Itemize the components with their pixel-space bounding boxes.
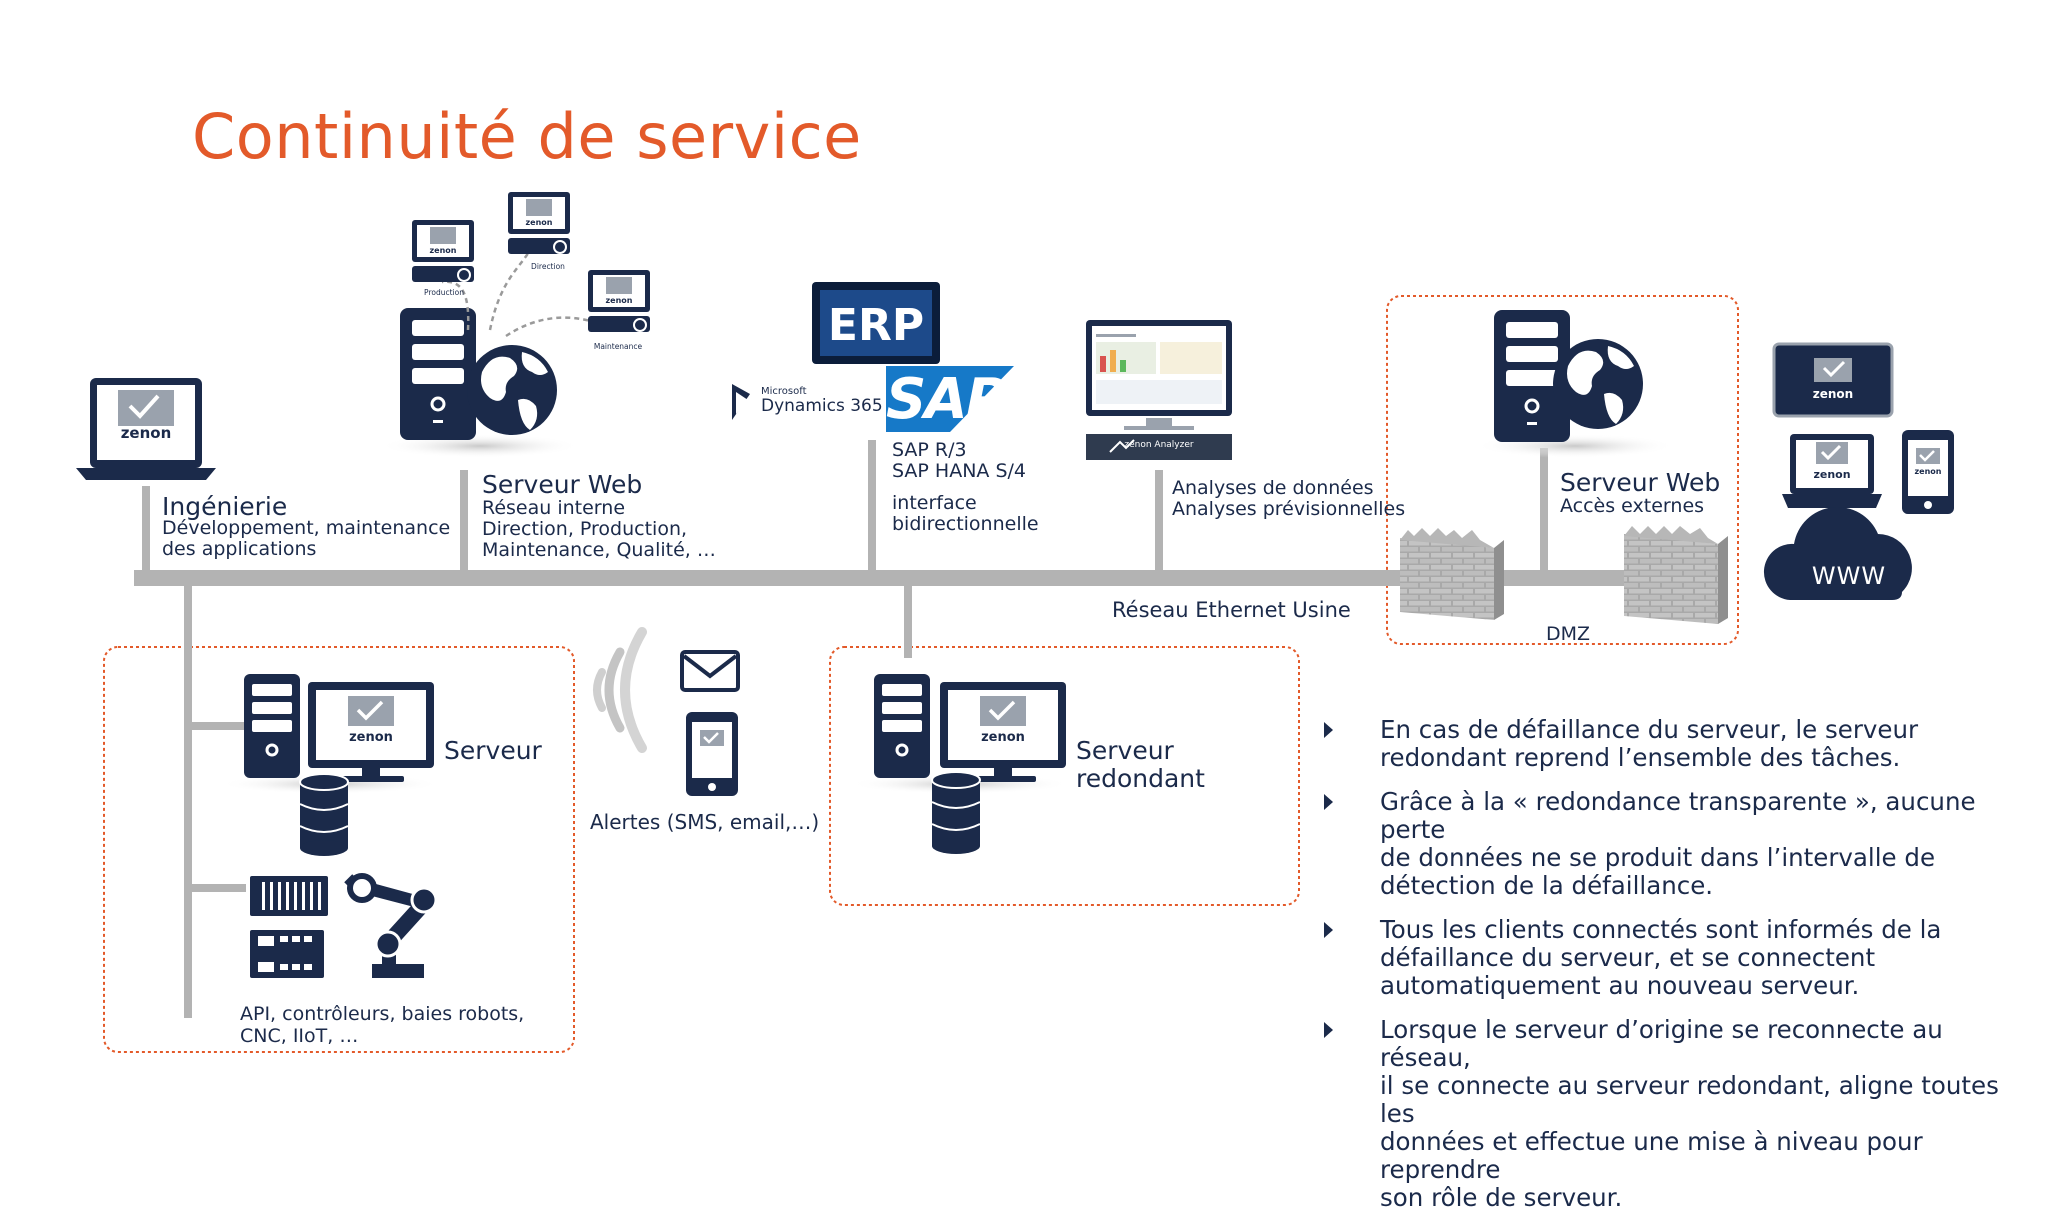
client-label-direction: Direction bbox=[531, 262, 565, 271]
svg-text:zenon: zenon bbox=[526, 218, 553, 227]
bullet-item: En cas de défaillance du serveur, le ser… bbox=[1320, 716, 2040, 772]
www-label: WWW bbox=[1811, 562, 1887, 590]
phone-icon bbox=[686, 712, 738, 796]
network-diagram: zenon zenon zenon bbox=[76, 192, 1954, 1053]
redundant-line2: redondant bbox=[1076, 764, 1205, 793]
svg-text:zenon: zenon bbox=[430, 246, 457, 255]
bullet-item: Lorsque le serveur d’origine se reconnec… bbox=[1320, 1016, 2040, 1212]
firewall-left-icon bbox=[1400, 528, 1504, 620]
web-client-workstations: zenon zenon zenon bbox=[412, 192, 650, 338]
bullet-arrow-icon bbox=[1324, 922, 1333, 938]
cloud-icon bbox=[1763, 507, 1912, 600]
engineering-line2: des applications bbox=[162, 538, 317, 560]
erp-line2: SAP HANA S/4 bbox=[892, 460, 1026, 482]
ethernet-bus bbox=[134, 440, 1624, 1018]
svg-text:zenon: zenon bbox=[121, 424, 172, 442]
redundant-line1: Serveur bbox=[1076, 736, 1174, 765]
web-server-internal-line3: Maintenance, Qualité, … bbox=[482, 539, 716, 561]
internet-devices: zenon zenon zenon bbox=[1772, 342, 1954, 514]
svg-text:SAP: SAP bbox=[886, 367, 1007, 432]
web-server-external-icon bbox=[1475, 310, 1675, 458]
redundant-zone bbox=[829, 646, 1300, 906]
svg-text:zenon: zenon bbox=[606, 296, 633, 305]
analyzer-caption: zenon Analyzer bbox=[1124, 440, 1194, 450]
sap-logo: SAP bbox=[886, 366, 1014, 432]
page-title: Continuité de service bbox=[192, 100, 862, 173]
alerts-label: Alertes (SMS, email,…) bbox=[590, 810, 820, 834]
engineering-line1: Développement, maintenance bbox=[162, 517, 451, 539]
dynamics-365-logo bbox=[732, 384, 750, 420]
web-server-globe-icon bbox=[380, 308, 580, 458]
dmz-zone bbox=[1386, 295, 1739, 645]
bullet-item: Grâce à la « redondance transparente », … bbox=[1320, 788, 2040, 900]
web-server-external-title: Serveur Web bbox=[1560, 468, 1721, 497]
bullet-arrow-icon bbox=[1324, 794, 1333, 810]
web-server-external-line1: Accès externes bbox=[1560, 495, 1705, 517]
svg-text:zenon: zenon bbox=[349, 730, 393, 745]
network-label: Réseau Ethernet Usine bbox=[1112, 598, 1351, 622]
erp-badge-label: ERP bbox=[827, 300, 925, 351]
redundant-server-icon: zenon bbox=[850, 674, 1070, 794]
robot-arm-icon bbox=[344, 873, 438, 978]
analyzer-line1: Analyses de données bbox=[1172, 477, 1374, 499]
server-title: Serveur bbox=[444, 736, 542, 765]
plc-devices-icon bbox=[250, 876, 328, 978]
client-label-maintenance: Maintenance bbox=[593, 342, 643, 351]
devices-line1: API, contrôleurs, baies robots, bbox=[240, 1003, 525, 1025]
svg-text:zenon: zenon bbox=[981, 730, 1025, 745]
svg-text:zenon: zenon bbox=[1813, 387, 1853, 401]
devices-line2: CNC, IIoT, … bbox=[240, 1025, 359, 1047]
dmz-label: DMZ bbox=[1546, 623, 1591, 645]
engineering-title: Ingénierie bbox=[162, 492, 288, 521]
web-server-internal-line1: Réseau interne bbox=[482, 497, 626, 519]
database-icon bbox=[299, 773, 349, 856]
analyzer-line2: Analyses prévisionnelles bbox=[1172, 498, 1406, 520]
redundant-database-icon bbox=[931, 771, 981, 854]
bullet-arrow-icon bbox=[1324, 1022, 1333, 1038]
email-icon bbox=[680, 650, 740, 692]
web-server-internal-title: Serveur Web bbox=[482, 470, 643, 499]
erp-line4: bidirectionnelle bbox=[892, 513, 1039, 535]
svg-text:zenon: zenon bbox=[1915, 467, 1942, 476]
svg-text:zenon: zenon bbox=[1813, 468, 1850, 481]
analyzer-monitor-icon bbox=[1086, 320, 1232, 460]
wifi-signal-icon bbox=[593, 627, 647, 753]
client-label-production: Production bbox=[424, 288, 464, 297]
erp-badge bbox=[812, 282, 940, 364]
web-server-internal-line2: Direction, Production, bbox=[482, 518, 688, 540]
erp-line1: SAP R/3 bbox=[892, 439, 967, 461]
dynamics-small-label: Microsoft bbox=[761, 386, 807, 397]
erp-line3: interface bbox=[892, 492, 977, 514]
laptop-icon: zenon bbox=[76, 378, 216, 480]
dynamics-label: Dynamics 365 bbox=[761, 396, 883, 416]
firewall-right-icon bbox=[1624, 526, 1728, 624]
bullet-list: En cas de défaillance du serveur, le ser… bbox=[1320, 716, 2040, 1228]
bullet-item: Tous les clients connectés sont informés… bbox=[1320, 916, 2040, 1000]
bullet-arrow-icon bbox=[1324, 722, 1333, 738]
